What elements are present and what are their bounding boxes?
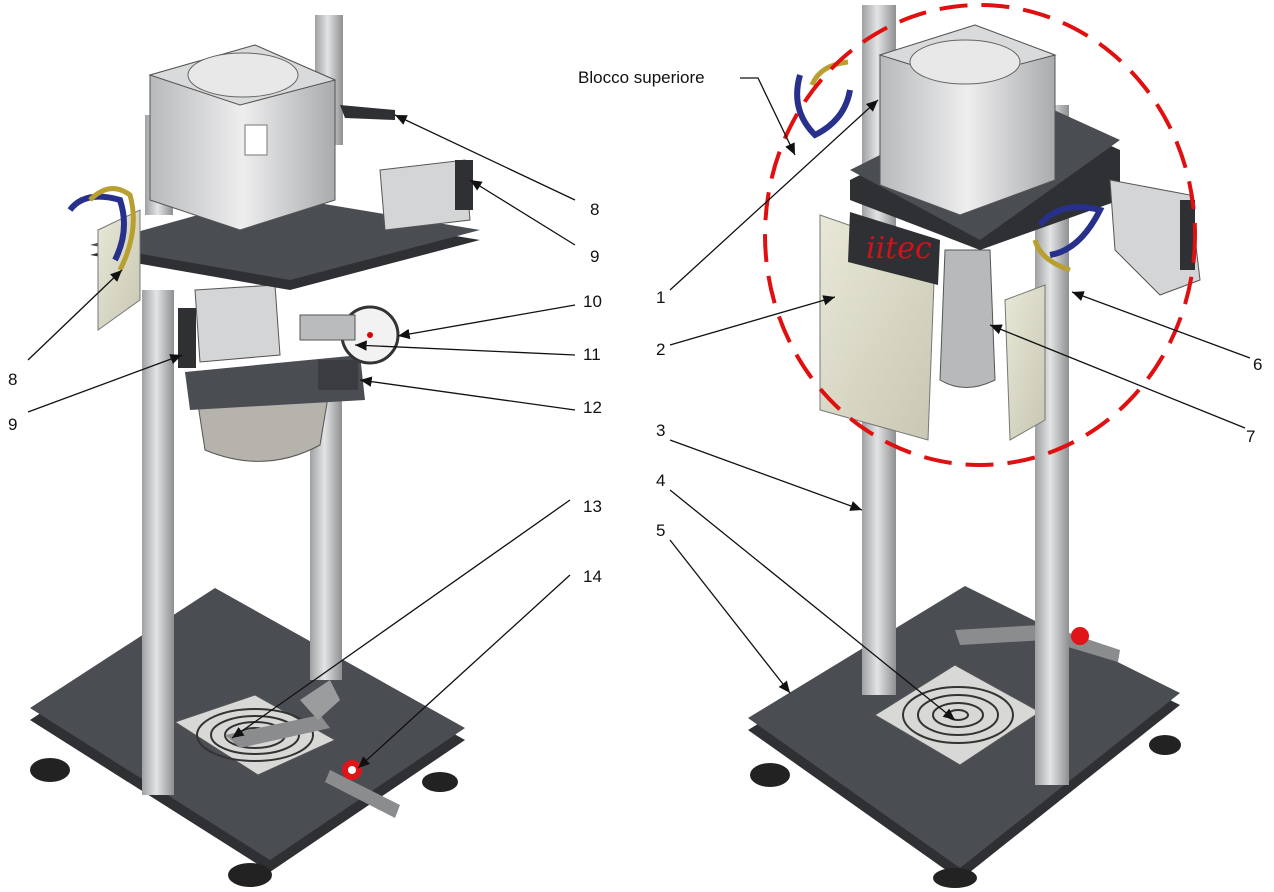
callout-8-right: 8 <box>590 200 599 219</box>
right-logo-plate: iitec <box>848 212 940 285</box>
right-lower-cylinder <box>939 249 996 388</box>
callout-3: 3 <box>656 421 665 440</box>
callout-2: 2 <box>656 340 665 359</box>
left-valve-block <box>178 284 400 410</box>
right-cylinder <box>878 24 1057 216</box>
callout-9-right: 9 <box>590 247 599 266</box>
callout-9-left: 9 <box>8 415 17 434</box>
right-view: iitec <box>748 3 1201 888</box>
left-hose-blue <box>67 193 127 262</box>
callout-12: 12 <box>583 398 602 417</box>
right-leaders <box>669 77 1251 721</box>
left-upper-plate <box>90 159 480 290</box>
right-hose-blue <box>794 74 853 139</box>
left-cylinder <box>148 44 337 231</box>
blocco-superiore-label: Blocco superiore <box>578 68 705 87</box>
right-red-knob <box>1071 627 1089 645</box>
callout-7: 7 <box>1246 427 1255 446</box>
callout-8-left: 8 <box>8 370 17 389</box>
right-callout-labels: Blocco superiore 1 2 3 4 5 6 7 <box>578 68 1262 540</box>
callout-6: 6 <box>1253 355 1262 374</box>
callout-10: 10 <box>583 292 602 311</box>
highlight-circle <box>763 3 1197 467</box>
left-clamp-lever <box>225 680 400 818</box>
left-callout-labels: 8 9 10 11 12 13 14 8 9 <box>8 200 602 586</box>
callout-5: 5 <box>656 521 665 540</box>
left-view <box>30 15 480 887</box>
callout-11: 11 <box>583 345 601 364</box>
callout-1: 1 <box>656 288 665 307</box>
right-clamp-lever <box>955 625 1120 662</box>
right-spiral-plate <box>874 664 1041 766</box>
callout-13: 13 <box>583 497 602 516</box>
left-hose-yellow <box>88 186 136 272</box>
callout-4: 4 <box>656 471 665 490</box>
right-hose-yellow <box>809 59 849 87</box>
logo-text: iitec <box>866 231 932 266</box>
left-rod-front <box>142 290 174 795</box>
left-leaders <box>27 114 576 769</box>
callout-14: 14 <box>583 567 602 586</box>
